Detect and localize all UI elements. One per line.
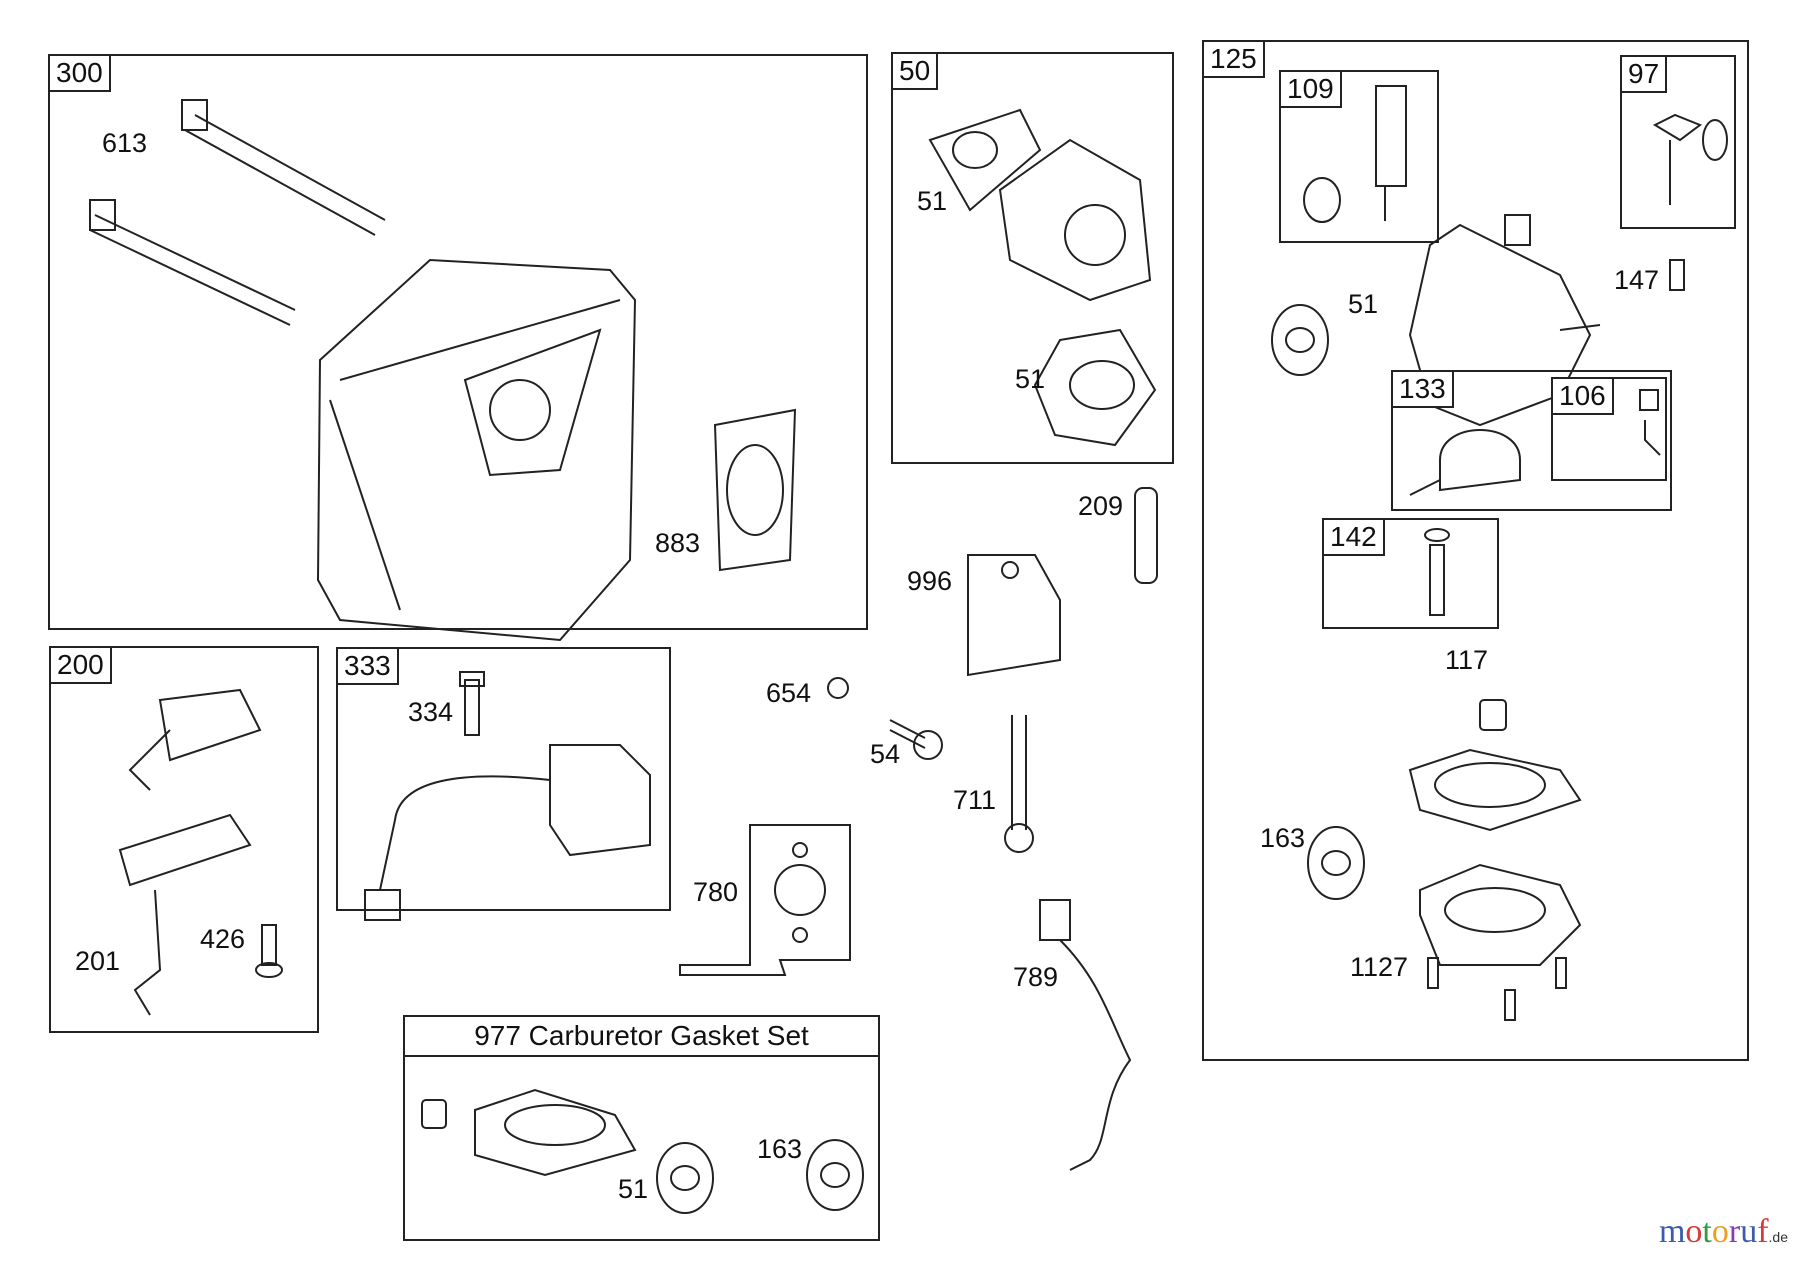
part-label: 426 [200,924,246,954]
group-200: 200 [49,646,319,1033]
intake-drawing [928,108,1157,447]
logo-text: motoruf [1659,1213,1769,1250]
group-50: 50 [891,52,1174,464]
part-label: 334 [408,697,454,727]
gasket-drawing [1408,748,1582,832]
wire-789-drawing [1039,899,1132,1171]
bracket-996-drawing [967,554,1061,677]
plate-780-drawing [679,824,851,976]
part-label: 1127 [1350,952,1409,982]
watermark-logo: motoruf.de [1659,1213,1788,1251]
group-label: 133 [1391,370,1454,408]
group-label: 200 [49,646,112,684]
part-label: 201 [75,946,121,976]
part-label: 163 [757,1134,803,1164]
group-106: 106 [1551,377,1667,481]
logo-letter: o [1685,1213,1703,1250]
logo-letter: r [1728,1213,1741,1250]
part-label: 613 [102,128,148,158]
group-label: 106 [1551,377,1614,415]
part-label: 117 [1445,645,1489,675]
part-label: 147 [1614,265,1660,295]
group-333: 333 [336,647,671,911]
part-label: 51 [917,186,948,216]
group-label: 977 Carburetor Gasket Set [405,1017,878,1057]
group-97: 97 [1620,55,1736,229]
group-125: 125 [1202,40,1749,1061]
spring-209-drawing [1134,487,1158,584]
group-142: 142 [1322,518,1499,629]
logo-letter: t [1702,1213,1712,1250]
part-label: 51 [618,1174,649,1204]
logo-letter: f [1757,1213,1769,1250]
part-label: 780 [693,877,739,907]
group-label: 333 [336,647,399,685]
part-label: 789 [1013,962,1059,992]
muffler-drawing [89,99,797,642]
group-977: 977 Carburetor Gasket Set [403,1015,880,1241]
group-label: 109 [1279,70,1342,108]
logo-letter: m [1658,1213,1686,1250]
group-label: 97 [1620,55,1668,93]
group-label: 142 [1322,518,1385,556]
group-300: 300 [48,54,868,630]
part-label: 54 [870,739,901,769]
part-label: 654 [766,678,812,708]
governor-drawing [118,688,262,1016]
group-109: 109 [1279,70,1439,243]
logo-letter: u [1740,1213,1758,1250]
logo-letter: o [1711,1213,1729,1250]
part-label: 51 [1348,289,1379,319]
group-label: 125 [1202,40,1265,78]
part-label: 209 [1078,491,1124,521]
float-bowl-drawing [1419,863,1582,966]
part-label: 711 [953,785,997,815]
part-label: 883 [655,528,701,558]
group-label: 300 [48,54,111,92]
logo-suffix: .de [1768,1229,1788,1245]
part-label: 996 [907,566,953,596]
group-133: 133 [1391,370,1672,511]
part-label: 51 [1015,364,1046,394]
group-label: 50 [891,52,939,90]
part-label: 163 [1260,823,1306,853]
